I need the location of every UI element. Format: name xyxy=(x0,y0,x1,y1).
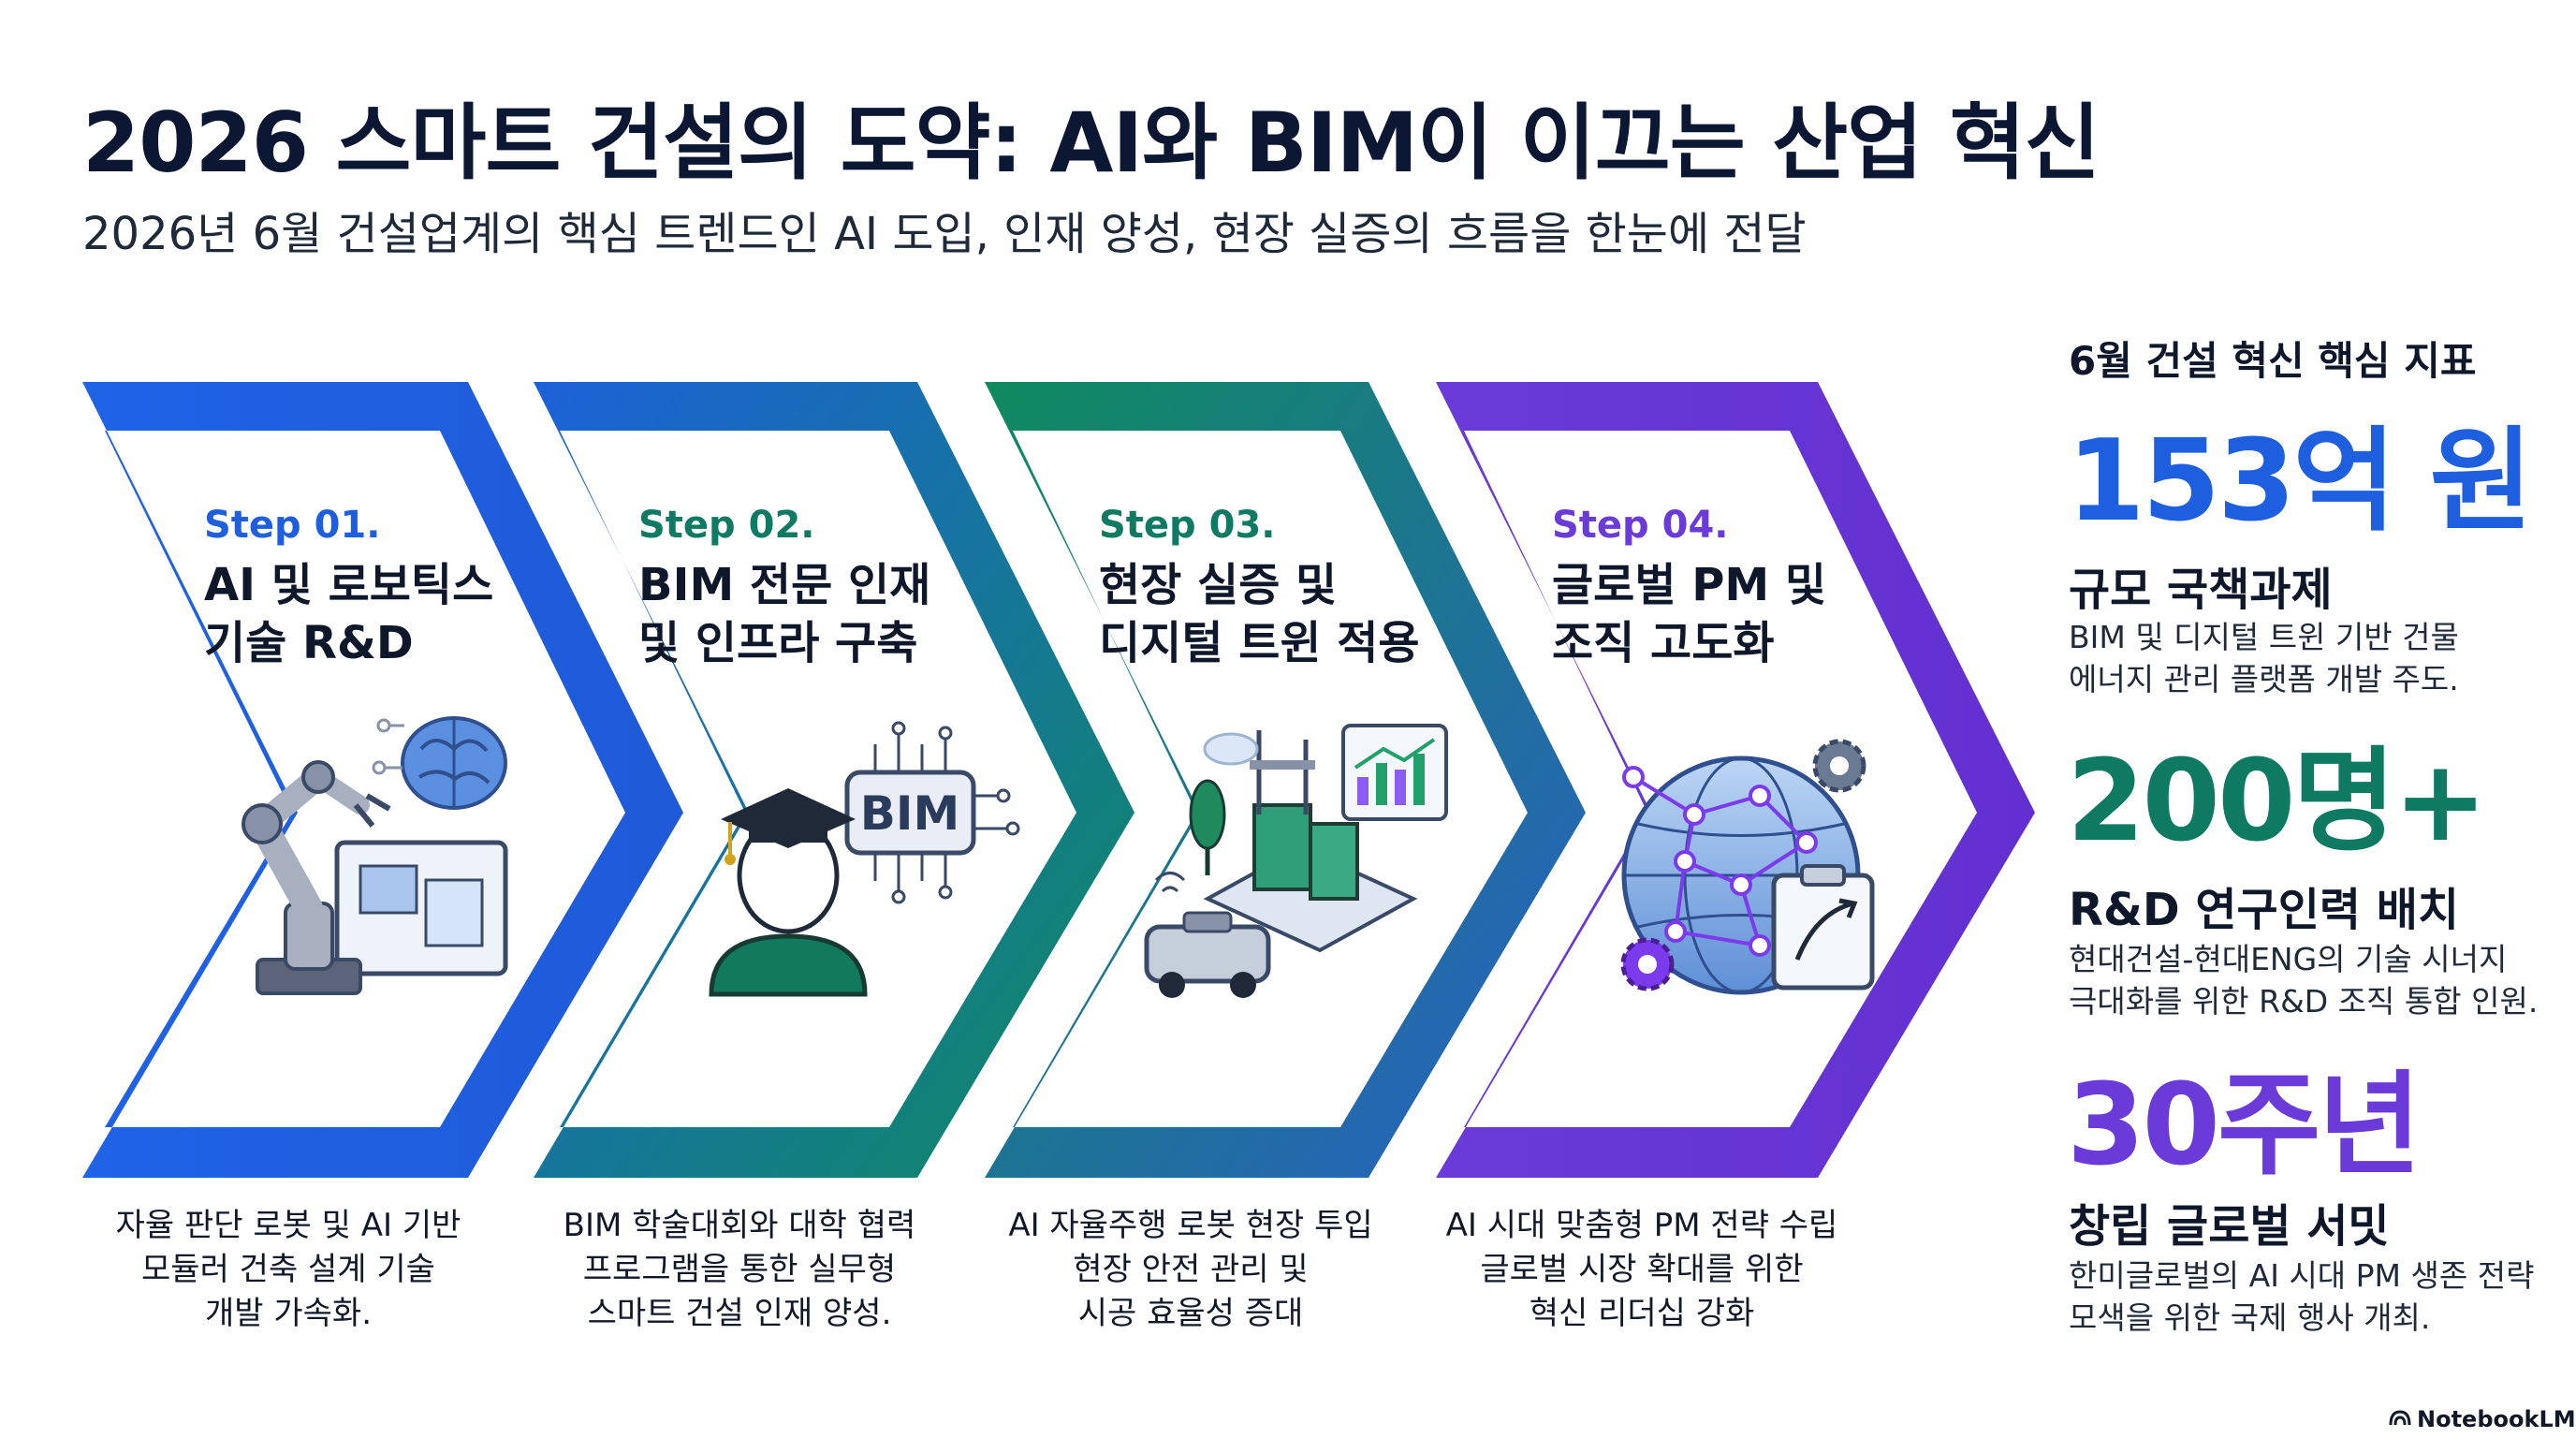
kpi-2-label: R&D 연구인력 배치 xyxy=(2069,884,2460,936)
step-4-chevron xyxy=(1436,382,2035,1178)
kpi-1-value: 153억 원 xyxy=(2067,417,2533,547)
kpi-heading: 6월 건설 혁신 핵심 지표 xyxy=(2069,338,2477,384)
digital-twin-site-icon xyxy=(1144,724,1448,998)
step-2-label: Step 02. xyxy=(638,504,815,547)
kpi-1-label: 규모 국책과제 xyxy=(2069,564,2333,616)
step-1-title: AI 및 로보틱스 기술 R&D xyxy=(204,559,494,669)
brand-logo: NotebookLM xyxy=(2389,1406,2576,1432)
brand-name: NotebookLM xyxy=(2417,1406,2576,1432)
bim-chip-label: BIM xyxy=(860,786,959,841)
step-3-description: AI 자율주행 로봇 현장 투입 현장 안전 관리 및 시공 효율성 증대 xyxy=(1008,1207,1373,1332)
kpi-2-value: 200명+ xyxy=(2067,737,2487,867)
step-2-description: BIM 학술대회와 대학 협력 프로그램을 통한 실무형 스마트 건설 인재 양… xyxy=(563,1207,916,1332)
global-network-clipboard-icon xyxy=(1620,739,1875,995)
step-1-description: 자율 판단 로봇 및 AI 기반 모듈러 건축 설계 기술 개발 가속화. xyxy=(115,1207,461,1332)
page-title: 2026 스마트 건설의 도약: AI와 BIM이 이끄는 산업 혁신 xyxy=(82,95,2100,191)
step-4-description: AI 시대 맞춤형 PM 전략 수립 글로벌 시장 확대를 위한 혁신 리더십 … xyxy=(1445,1207,1838,1332)
step-1-chevron xyxy=(82,382,683,1178)
step-2-title: BIM 전문 인재 및 인프라 구축 xyxy=(638,559,931,669)
step-4-label: Step 04. xyxy=(1552,504,1729,547)
notebooklm-logo-icon xyxy=(2389,1406,2411,1432)
kpi-1-description: BIM 및 디지털 트윈 기반 건물 에너지 관리 플랫폼 개발 주도. xyxy=(2069,619,2459,697)
page-subtitle: 2026년 6월 건설업계의 핵심 트렌드인 AI 도입, 인재 양성, 현장 … xyxy=(82,208,1807,260)
step-1-label: Step 01. xyxy=(204,504,381,547)
step-3-chevron xyxy=(985,382,1586,1178)
kpi-3-description: 한미글로벌의 AI 시대 PM 생존 전략 모색을 위한 국제 행사 개최. xyxy=(2069,1257,2535,1336)
kpi-3-value: 30주년 xyxy=(2067,1061,2422,1191)
step-4-title: 글로벌 PM 및 조직 고도화 xyxy=(1552,559,1827,669)
kpi-3-label: 창립 글로벌 서밋 xyxy=(2069,1200,2390,1253)
step-3-title: 현장 실증 및 디지털 트윈 적용 xyxy=(1099,559,1420,669)
graduate-bim-chip-icon: BIM xyxy=(709,721,1020,997)
step-2-chevron xyxy=(534,382,1134,1178)
robot-arm-brain-icon xyxy=(242,716,508,995)
step-3-label: Step 03. xyxy=(1099,504,1276,547)
kpi-2-description: 현대건설-현대ENG의 기술 시너지 극대화를 위한 R&D 조직 통합 인원. xyxy=(2069,941,2539,1020)
